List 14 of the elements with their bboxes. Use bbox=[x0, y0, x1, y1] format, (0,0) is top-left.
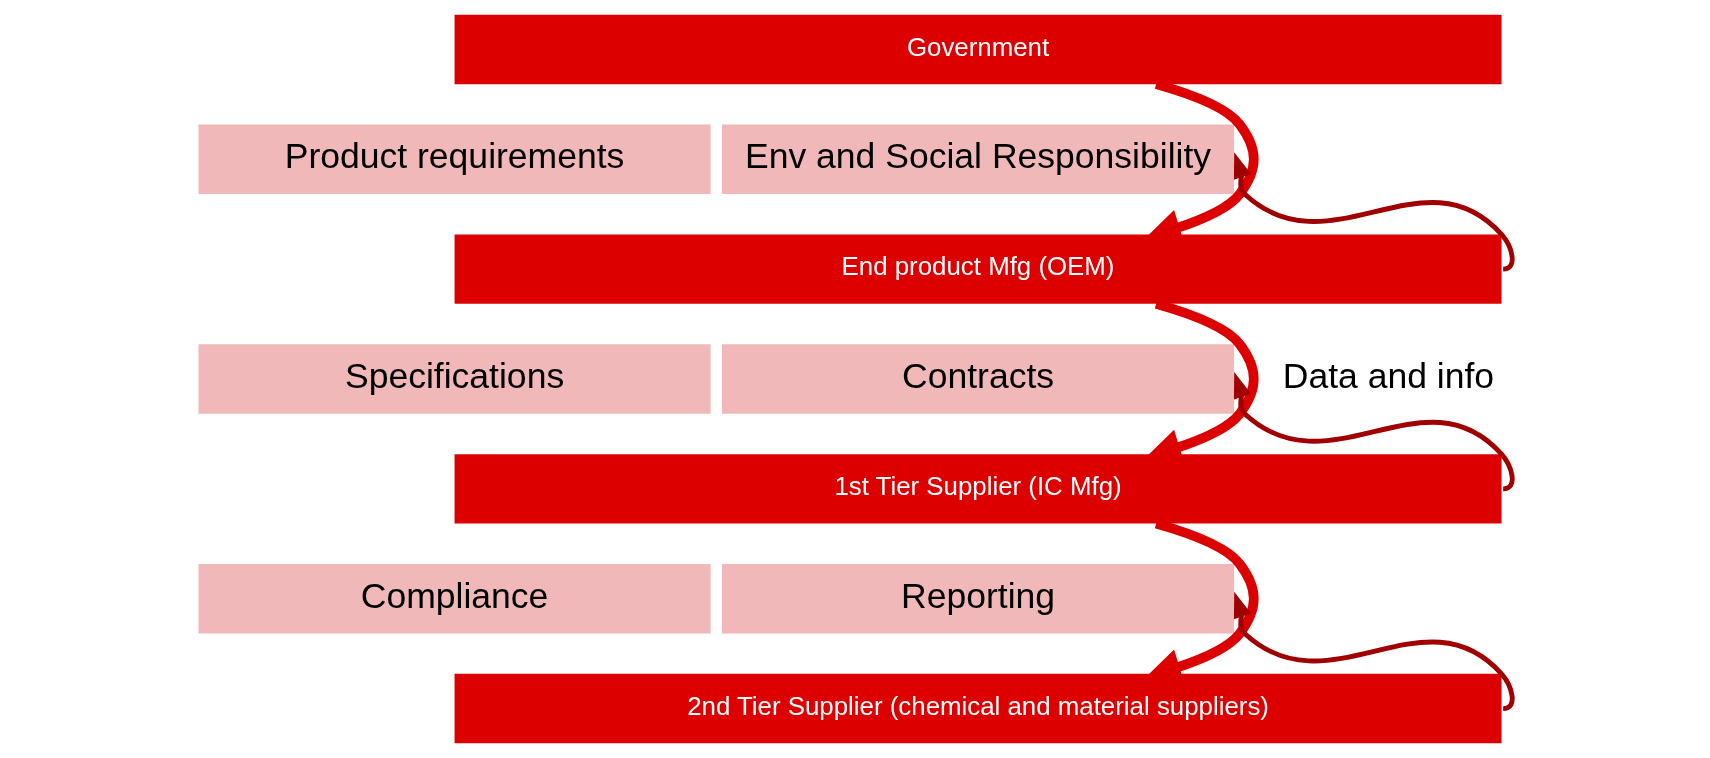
node-box: Compliance bbox=[197, 564, 711, 634]
node-box: Reporting bbox=[721, 564, 1234, 634]
node-box: 2nd Tier Supplier (chemical and material suppliers) bbox=[454, 673, 1502, 744]
node-box: Government bbox=[454, 14, 1502, 85]
node-box: 1st Tier Supplier (IC Mfg) bbox=[454, 454, 1502, 524]
node-box: Product requirements bbox=[197, 124, 711, 194]
arrow bbox=[1233, 591, 1515, 711]
arrow bbox=[1233, 152, 1515, 272]
label: Data and info bbox=[1282, 356, 1494, 397]
arrow bbox=[1233, 372, 1515, 492]
node-box: Specifications bbox=[197, 344, 711, 414]
node-box: Env and Social Responsibility bbox=[721, 124, 1234, 194]
node-box: Contracts bbox=[721, 344, 1234, 414]
node-box: End product Mfg (OEM) bbox=[454, 234, 1502, 304]
